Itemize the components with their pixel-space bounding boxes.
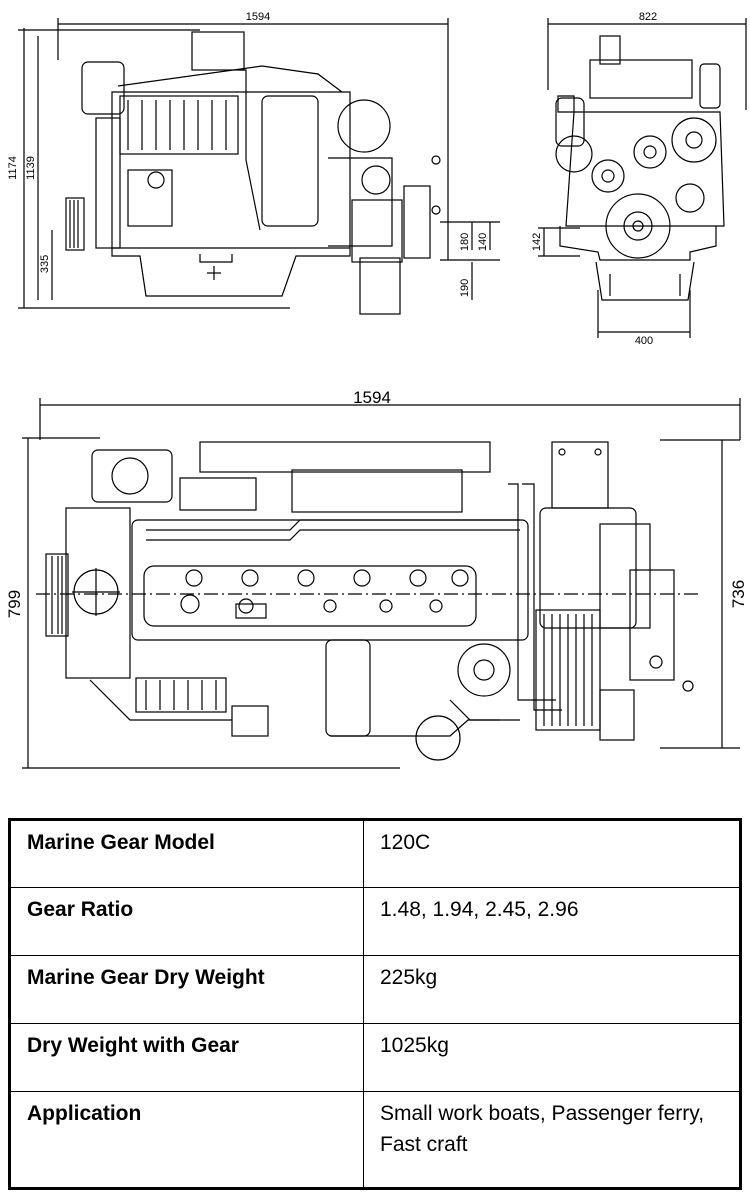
spec-value: 225kg <box>363 955 741 1024</box>
spec-value: 120C <box>363 819 741 888</box>
top-width-inner-dimension: 736 <box>729 580 748 608</box>
front-base-width-dimension: 400 <box>635 335 653 347</box>
table-row: Marine Gear Model 120C <box>9 819 741 888</box>
spec-value: 1.48, 1.94, 2.45, 2.96 <box>363 887 741 956</box>
side-flange-b-dimension: 140 <box>477 233 489 251</box>
spec-label: Marine Gear Model <box>9 819 364 888</box>
top-view-drawing <box>22 398 741 769</box>
engine-drawings: 1594 1174 1139 335 180 140 190 822 142 4… <box>5 11 748 769</box>
spec-label: Application <box>9 1091 364 1189</box>
side-flange-c-dimension: 190 <box>459 279 471 297</box>
table-row: Marine Gear Dry Weight 225kg <box>9 955 741 1024</box>
top-length-dimension: 1594 <box>353 388 391 407</box>
spec-label: Marine Gear Dry Weight <box>9 955 364 1024</box>
top-width-total-dimension: 799 <box>5 590 24 618</box>
front-width-dimension: 822 <box>639 11 657 23</box>
side-base-dimension: 335 <box>39 255 51 273</box>
front-view-drawing <box>538 18 747 338</box>
side-view-drawing <box>18 18 500 315</box>
spec-label: Dry Weight with Gear <box>9 1023 364 1092</box>
spec-value: Small work boats, Passenger ferry, Fast … <box>363 1091 741 1189</box>
side-flange-a-dimension: 180 <box>459 233 471 251</box>
spec-label: Gear Ratio <box>9 887 364 956</box>
side-height-total-dimension: 1174 <box>7 156 19 180</box>
side-height-inner-dimension: 1139 <box>25 156 37 180</box>
table-row: Application Small work boats, Passenger … <box>9 1091 741 1189</box>
front-height-dimension: 142 <box>531 233 543 251</box>
spec-value: 1025kg <box>363 1023 741 1092</box>
specifications-table: Marine Gear Model 120C Gear Ratio 1.48, … <box>8 818 742 1190</box>
table-row: Dry Weight with Gear 1025kg <box>9 1023 741 1092</box>
side-length-dimension: 1594 <box>246 11 270 23</box>
table-row: Gear Ratio 1.48, 1.94, 2.45, 2.96 <box>9 887 741 956</box>
